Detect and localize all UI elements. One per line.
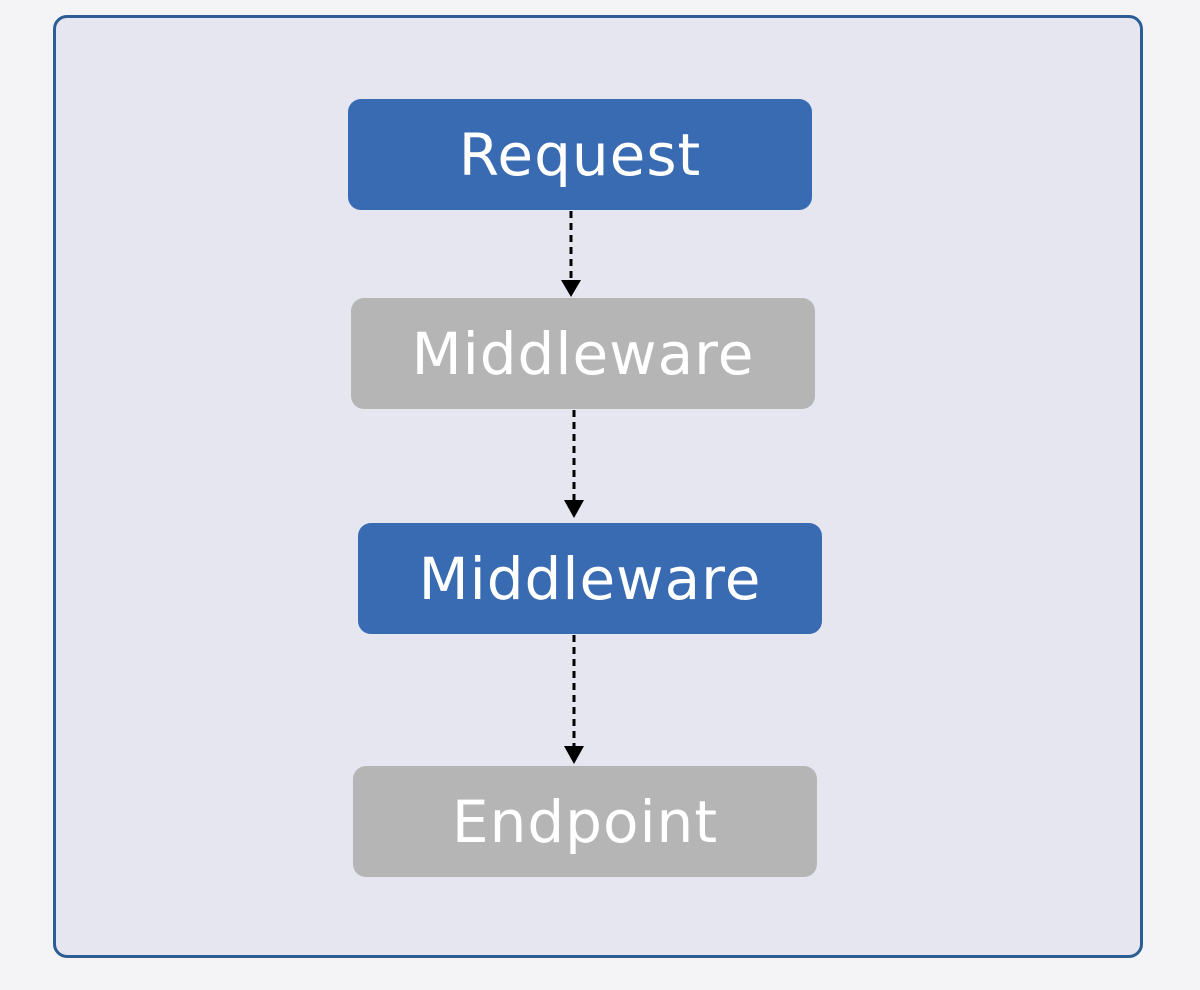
request-node: Request [348, 99, 812, 210]
middleware-node-2: Middleware [358, 523, 822, 634]
endpoint-node-label: Endpoint [451, 787, 719, 856]
middleware-node-2-label: Middleware [418, 544, 762, 613]
middleware-node-1-label: Middleware [411, 319, 755, 388]
request-node-label: Request [458, 120, 702, 189]
middleware-node-1: Middleware [351, 298, 815, 409]
endpoint-node: Endpoint [353, 766, 817, 877]
